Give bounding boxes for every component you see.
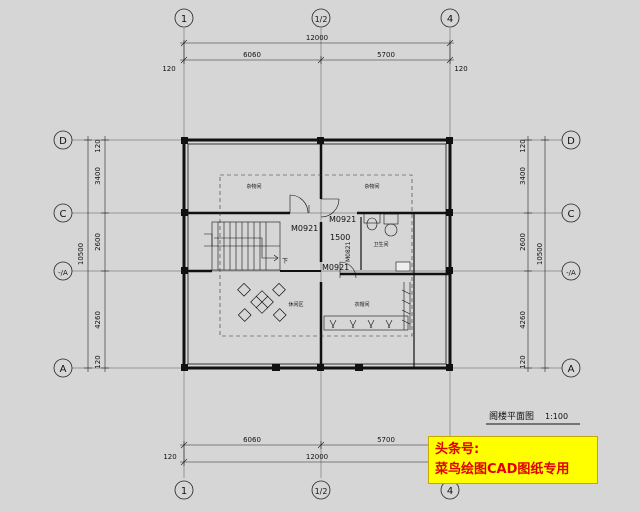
axis-label-a-right: A bbox=[568, 364, 575, 375]
stair-down-label: 下 bbox=[282, 258, 288, 265]
drawing-scale: 1:100 bbox=[545, 412, 568, 421]
dim-bottom-total: 12000 bbox=[306, 453, 328, 461]
drawing-title: 阁楼平面图 bbox=[489, 410, 534, 422]
room-label-clothes: 衣帽间 bbox=[354, 301, 369, 308]
table-chair-set bbox=[237, 282, 287, 322]
axis-label-c-left: C bbox=[60, 209, 67, 220]
axis-bubble-a-sub-right: -/A bbox=[561, 261, 581, 281]
axis-lines bbox=[72, 28, 562, 478]
axis-bubble-c-right: C bbox=[561, 203, 581, 223]
axis-bubble-1-2-bottom: 1/2 bbox=[311, 480, 331, 500]
dim-bottom-edge-left: 120 bbox=[163, 453, 176, 461]
door-tag-1: M0921 bbox=[291, 224, 318, 233]
room-label-storage-right: 杂物间 bbox=[364, 183, 379, 190]
dim-right-seg1: 3400 bbox=[519, 167, 527, 185]
dim-right-seg3: 4260 bbox=[519, 311, 527, 329]
axis-label-a-sub-right: -/A bbox=[566, 269, 576, 277]
axis-label-1-top: 1 bbox=[181, 14, 187, 25]
room-label-leisure: 休闲区 bbox=[288, 301, 303, 308]
dim-bottom-right: 5700 bbox=[377, 436, 395, 444]
dim-left-edge-bottom: 120 bbox=[94, 355, 102, 368]
staircase bbox=[204, 221, 281, 271]
door-tag-2: M0921 bbox=[329, 215, 356, 224]
dim-top-left: 6060 bbox=[243, 51, 261, 59]
left-dimension-lines bbox=[84, 136, 109, 372]
axis-bubble-a-right: A bbox=[561, 358, 581, 378]
dim-top-edge-left: 120 bbox=[162, 65, 175, 73]
axis-label-c-right: C bbox=[568, 209, 575, 220]
axis-label-d-right: D bbox=[567, 136, 575, 147]
dim-bottom-left: 6060 bbox=[243, 436, 261, 444]
dim-right-total: 10500 bbox=[536, 243, 544, 265]
top-dimension-lines bbox=[180, 39, 454, 64]
axis-bubble-1-top: 1 bbox=[174, 8, 194, 28]
watermark-line-1: 头条号: bbox=[435, 442, 480, 457]
axis-bubble-a-left: A bbox=[53, 358, 73, 378]
dim-left-total: 10500 bbox=[77, 243, 85, 265]
doors bbox=[289, 194, 357, 279]
axis-bubble-d-right: D bbox=[561, 130, 581, 150]
right-dimension-lines bbox=[524, 136, 549, 372]
axis-bubble-c-left: C bbox=[53, 203, 73, 223]
gap-dimension-label: 1500 bbox=[330, 233, 350, 242]
watermark-banner: 头条号: 菜鸟绘图CAD图纸专用 bbox=[428, 436, 598, 484]
axis-bubble-d-left: D bbox=[53, 130, 73, 150]
dim-left-seg2: 2600 bbox=[94, 233, 102, 251]
door-tag-4: M0821 bbox=[345, 241, 352, 262]
axis-label-1-2-top: 1/2 bbox=[315, 15, 328, 24]
axis-label-a-left: A bbox=[60, 364, 67, 375]
wardrobe bbox=[323, 282, 411, 331]
drawing-title-block: 阁楼平面图 1:100 bbox=[486, 410, 580, 425]
dim-right-seg2: 2600 bbox=[519, 233, 527, 251]
dim-right-edge-bottom: 120 bbox=[519, 355, 527, 368]
axis-bubble-1-bottom: 1 bbox=[174, 480, 194, 500]
axis-label-a-sub-left: -/A bbox=[58, 269, 68, 277]
bathroom-fixtures bbox=[363, 212, 411, 272]
dim-top-right: 5700 bbox=[377, 51, 395, 59]
door-tag-3: M0921 bbox=[322, 263, 349, 272]
axis-label-1-2-bottom: 1/2 bbox=[315, 487, 328, 496]
axis-bubble-a-sub-left: -/A bbox=[53, 261, 73, 281]
dim-right-edge-top: 120 bbox=[519, 139, 527, 152]
dim-left-seg1: 3400 bbox=[94, 167, 102, 185]
room-label-storage-left: 杂物间 bbox=[246, 183, 261, 190]
dim-left-seg3: 4260 bbox=[94, 311, 102, 329]
room-label-bathroom: 卫生间 bbox=[373, 241, 388, 248]
axis-label-4-top: 4 bbox=[447, 14, 453, 25]
axis-label-d-left: D bbox=[59, 136, 67, 147]
axis-bubble-4-top: 4 bbox=[440, 8, 460, 28]
columns bbox=[181, 137, 453, 371]
dim-top-edge-right: 120 bbox=[454, 65, 467, 73]
dim-top-total: 12000 bbox=[306, 34, 328, 42]
watermark-line-2: 菜鸟绘图CAD图纸专用 bbox=[435, 462, 570, 477]
axis-label-1-bottom: 1 bbox=[181, 486, 187, 497]
dim-left-edge-top: 120 bbox=[94, 139, 102, 152]
dashed-outlines bbox=[219, 174, 413, 337]
axis-bubble-1-2-top: 1/2 bbox=[311, 8, 331, 28]
axis-label-4-bottom: 4 bbox=[447, 486, 453, 497]
